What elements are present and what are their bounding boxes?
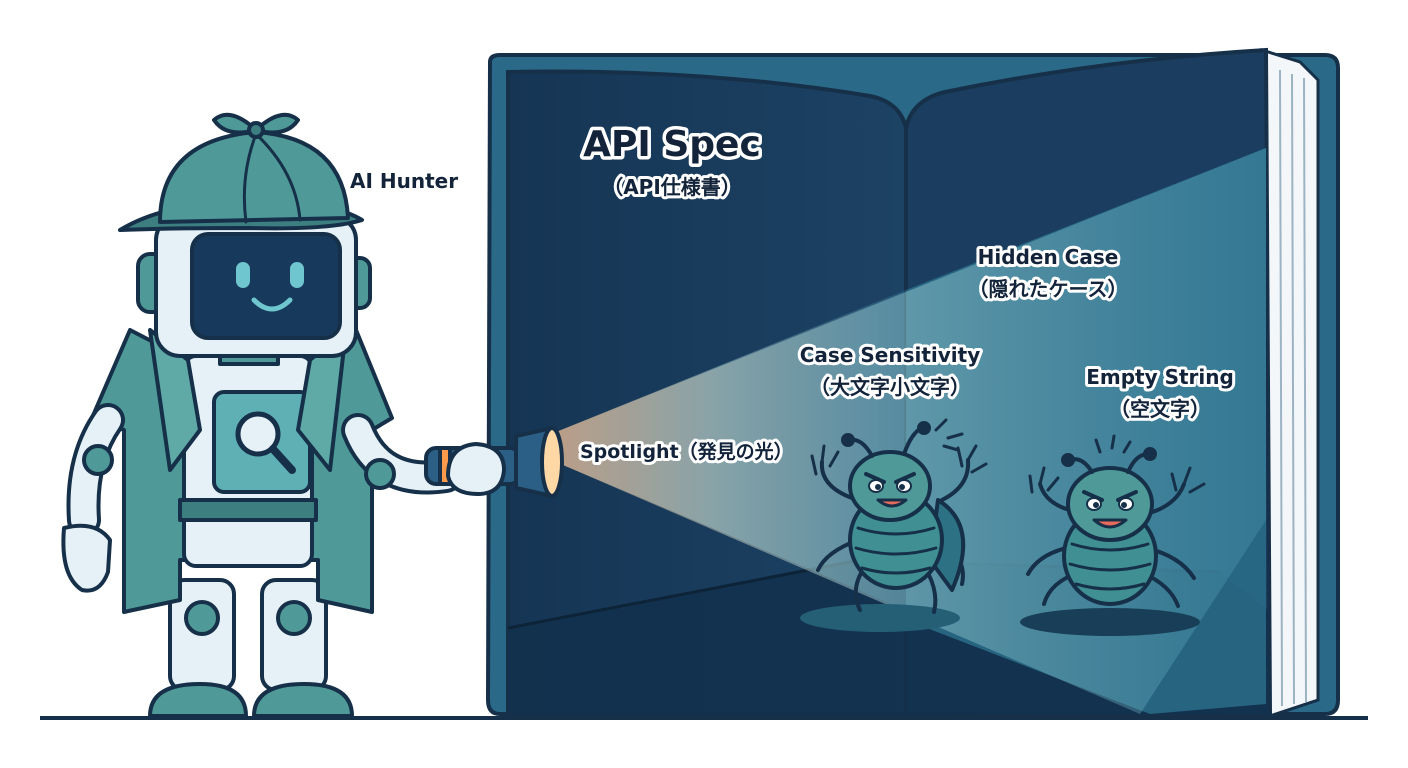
robot-left-foot: [148, 682, 248, 718]
bug-head: [1066, 466, 1154, 542]
label-hidden-case-jp: （隠れたケース）: [969, 277, 1128, 301]
label-hidden-case: Hidden Case: [978, 245, 1119, 269]
label-empty-string: Empty String: [1086, 365, 1234, 389]
bug-empty-string: [1020, 434, 1206, 636]
label-spotlight: Spotlight（発見の光）: [580, 440, 793, 463]
label-empty-string-jp: （空文字）: [1110, 397, 1210, 421]
bug-head: [848, 450, 932, 522]
label-spec-subtitle: （API仕様書）: [603, 175, 741, 199]
robot-right-foot: [252, 682, 354, 718]
bug-case-sensitivity: [800, 418, 988, 632]
label-case-sensitivity-jp: （大文字小文字）: [810, 375, 970, 399]
deerstalker-hat: [158, 130, 350, 224]
robot-face-screen: [190, 232, 342, 340]
label-case-sensitivity: Case Sensitivity: [800, 343, 980, 367]
label-ai-hunter: AI Hunter: [350, 169, 458, 193]
robot-right-hand: [446, 442, 506, 496]
robot-left-hand: [61, 523, 112, 593]
ai-hunter-robot: [61, 112, 564, 718]
label-spec-title: API Spec: [583, 124, 761, 165]
magnifier-icon: [235, 411, 296, 474]
